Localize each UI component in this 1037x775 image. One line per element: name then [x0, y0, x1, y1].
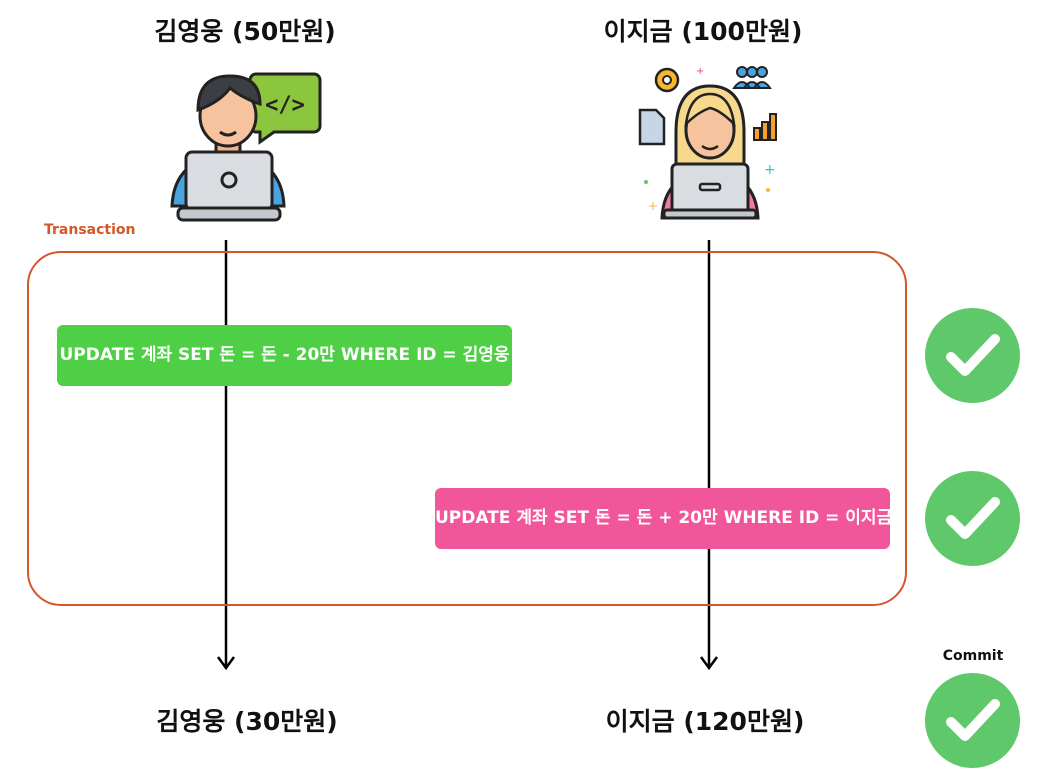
sql-statement-deposit: UPDATE 계좌 SET 돈 = 돈 + 20만 WHERE ID = 이지금	[435, 488, 890, 549]
timeline-right	[699, 240, 719, 671]
sql-statement-withdraw: UPDATE 계좌 SET 돈 = 돈 - 20만 WHERE ID = 김영웅	[57, 325, 512, 386]
user-right-title: 이지금 (100만원)	[603, 17, 803, 46]
laptop-icon	[662, 162, 758, 220]
document-icon	[638, 108, 666, 146]
woman-avatar: + + +	[630, 62, 790, 222]
developer-avatar: </>	[160, 66, 325, 226]
svg-text:+: +	[764, 162, 776, 178]
commit-label: Commit	[942, 648, 1004, 664]
user-left-title: 김영웅 (50만원)	[154, 17, 336, 46]
arrow-down-icon	[216, 656, 236, 671]
checkmark-icon	[925, 673, 1020, 768]
code-speech-bubble-icon: </>	[248, 72, 322, 145]
arrow-down-icon	[699, 656, 719, 671]
code-bubble-text: </>	[265, 93, 305, 118]
checkmark-icon	[925, 308, 1020, 403]
transaction-label: Transaction	[44, 222, 136, 238]
svg-text:+: +	[648, 199, 658, 213]
laptop-icon	[176, 150, 282, 222]
transaction-box	[27, 251, 907, 606]
users-icon	[732, 66, 772, 89]
timeline-left	[216, 240, 236, 671]
gear-icon	[654, 67, 680, 93]
svg-text:+: +	[696, 66, 704, 77]
user-left-result: 김영웅 (30만원)	[156, 707, 338, 736]
bar-chart-icon	[753, 113, 777, 141]
user-right-result: 이지금 (120만원)	[605, 707, 805, 736]
checkmark-icon	[925, 471, 1020, 566]
